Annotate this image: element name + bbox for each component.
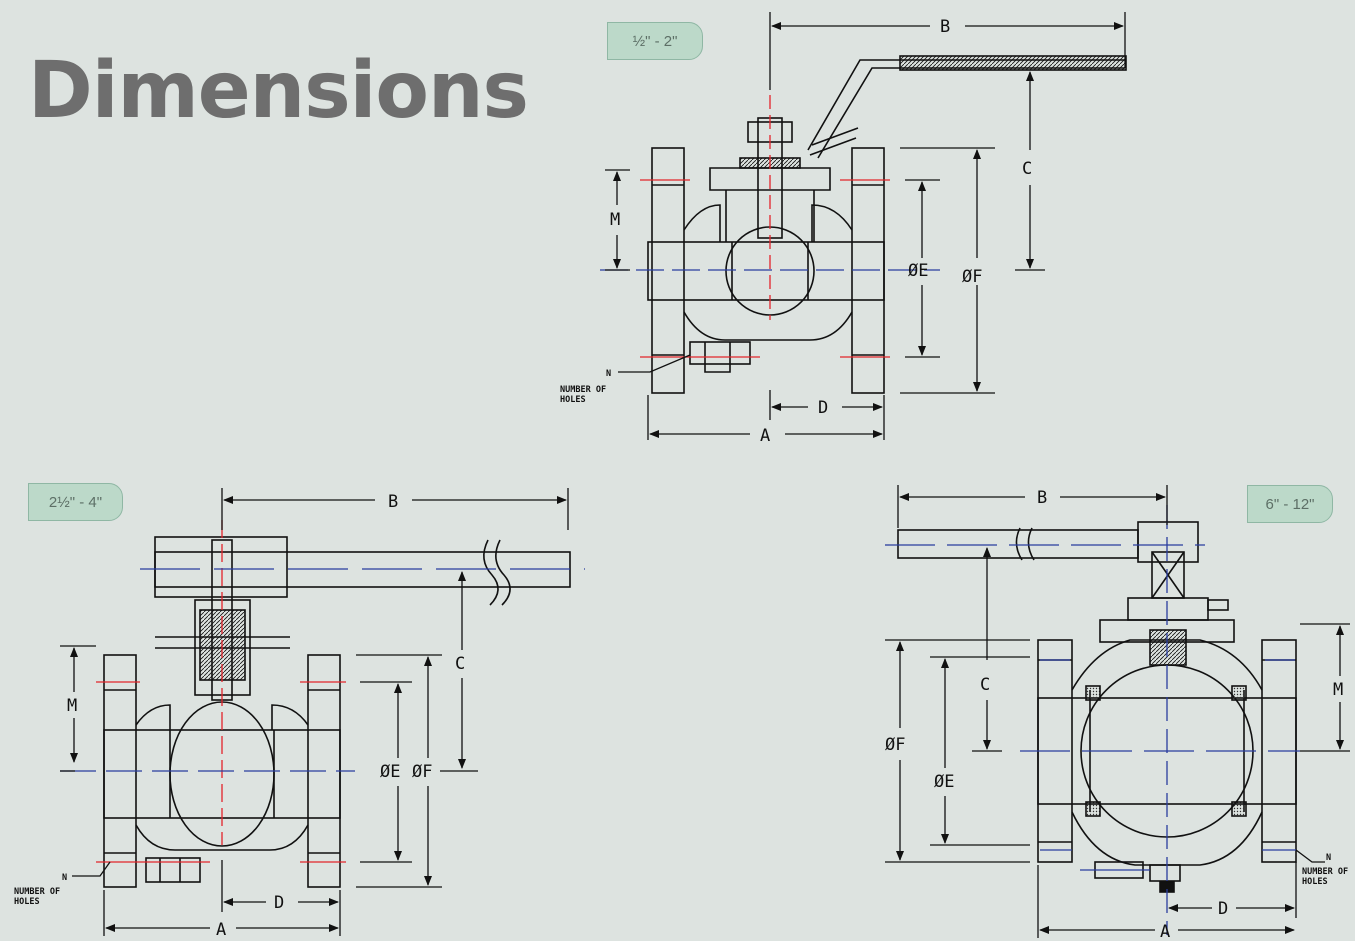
dim-b-large: B [1037,488,1047,508]
dimension-lines-large [885,485,1350,938]
dim-e-small: ØE [908,261,928,281]
dim-e-large: ØE [934,772,954,792]
size-badge-large: 6" - 12" [1247,485,1333,523]
dim-a-small: A [760,426,770,446]
holes-label-small-1: NUMBER OF [560,385,606,395]
dim-a-large: A [1160,922,1170,941]
holes-label-medium-1: NUMBER OF [14,887,60,897]
valve-drawing-large [897,521,1297,893]
centerlines-large [885,505,1300,935]
dim-d-large: D [1218,899,1228,919]
dim-f-medium: ØF [412,762,432,782]
dim-m-large: M [1333,680,1343,700]
dim-c-small: C [1022,159,1032,179]
dim-n-large: N [1326,853,1331,863]
centerlines-small [600,95,940,358]
dim-a-medium: A [216,920,226,940]
dim-c-large: C [980,675,990,695]
centerlines-medium [60,520,585,863]
dim-f-large: ØF [885,735,905,755]
size-badge-small: ½" - 2" [607,22,703,60]
dim-d-medium: D [274,893,284,913]
dim-m-small: M [610,210,620,230]
dim-d-small: D [818,398,828,418]
dim-c-medium: C [455,654,465,674]
dimension-lines-medium [60,488,569,936]
dim-f-small: ØF [962,267,982,287]
dimension-lines-small [605,12,1126,440]
holes-label-large-2: HOLES [1302,877,1328,887]
page-title: Dimensions [28,46,529,136]
dim-b-medium: B [388,492,398,512]
holes-label-large-1: NUMBER OF [1302,867,1348,877]
valve-drawing-medium [103,536,571,888]
valve-drawing-small [647,55,1127,394]
size-badge-medium: 2½" - 4" [28,483,123,521]
dim-n-small: N [606,369,611,379]
holes-label-small-2: HOLES [560,395,586,405]
dim-b-small: B [940,17,950,37]
holes-label-medium-2: HOLES [14,897,40,907]
dim-n-medium: N [62,873,67,883]
dim-e-medium: ØE [380,762,400,782]
dim-m-medium: M [67,696,77,716]
